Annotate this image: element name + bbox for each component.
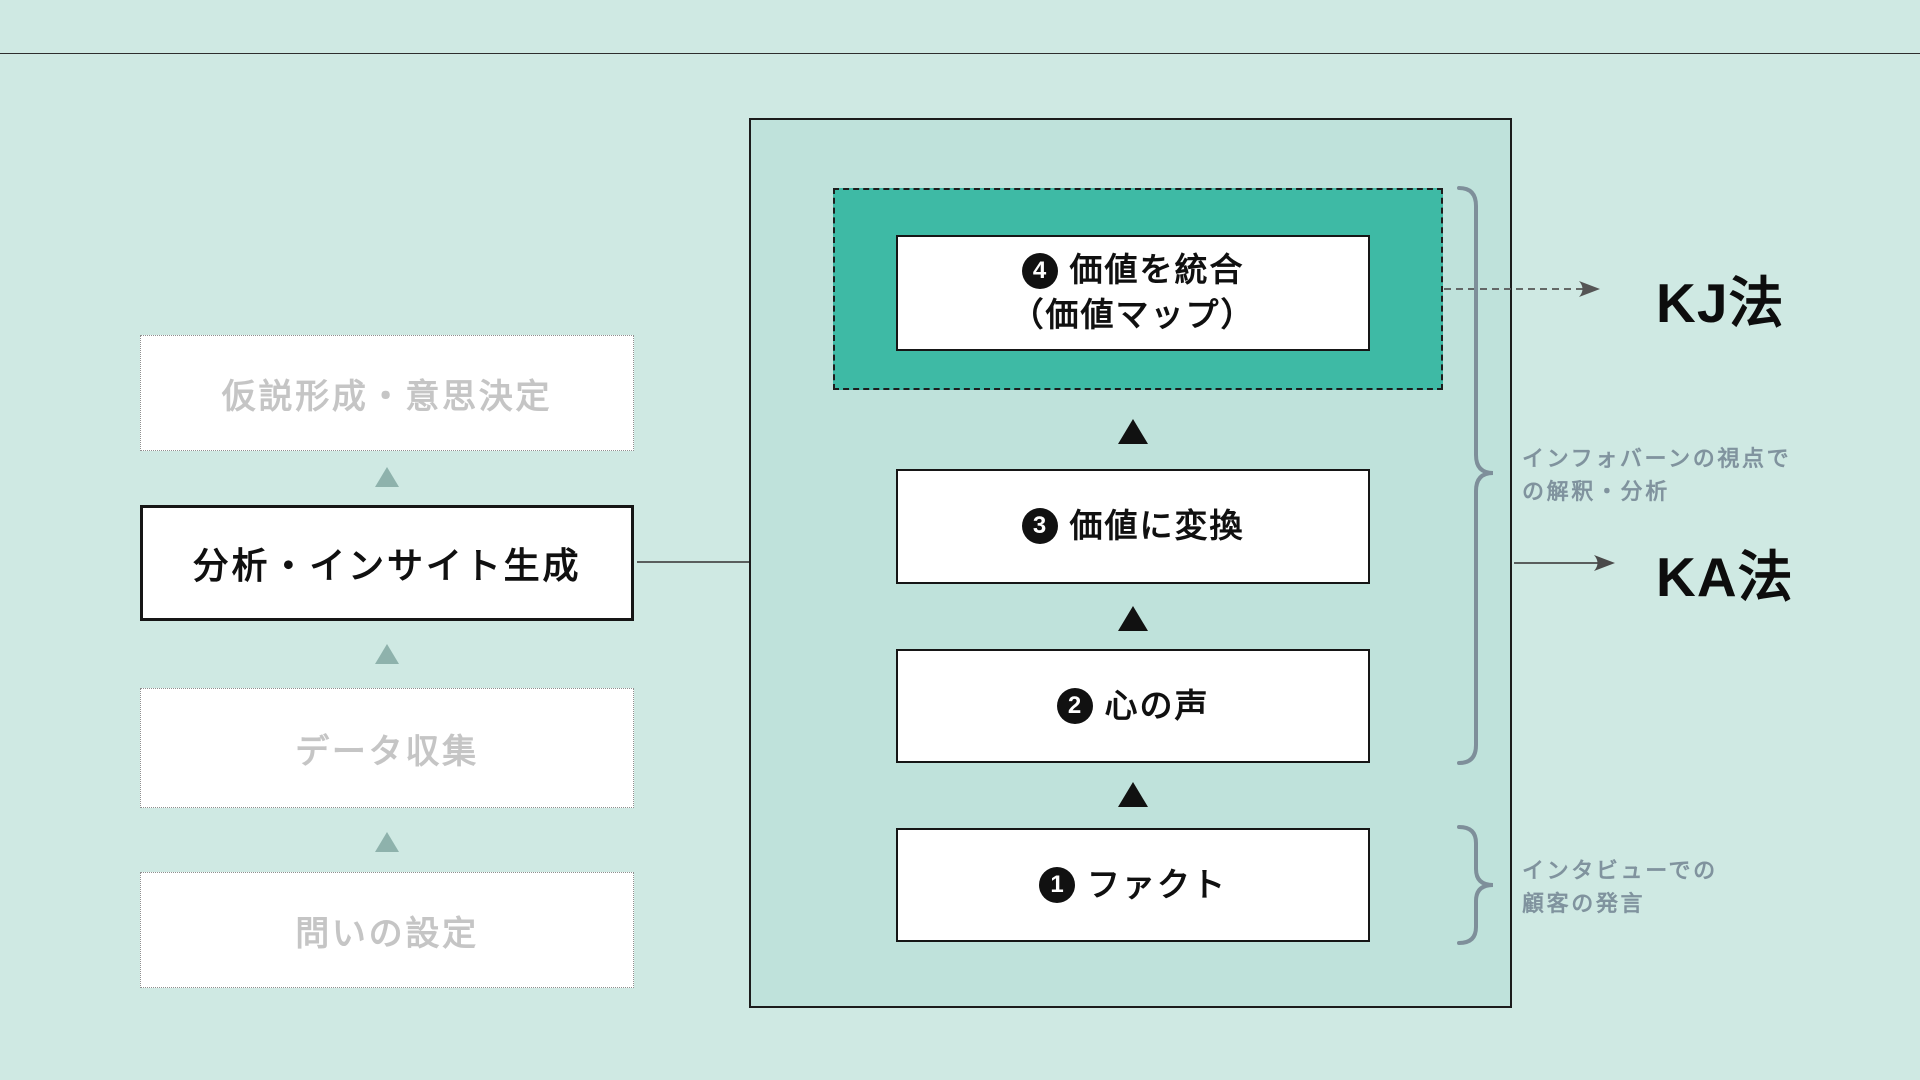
process-step-integrate-value: 4 価値を統合 （価値マップ） — [896, 235, 1370, 351]
up-triangle-icon — [1118, 419, 1148, 444]
process-step-inner-voice: 2 心の声 — [896, 649, 1370, 763]
flow-step-analysis-insight: 分析・インサイト生成 — [140, 505, 634, 621]
up-triangle-icon — [1118, 782, 1148, 807]
step-number-badge: 4 — [1021, 252, 1058, 289]
flow-step-hypothesis-decision: 仮説形成・意思決定 — [140, 335, 634, 451]
interpretation-annotation-line2: の解釈・分析 — [1522, 479, 1670, 504]
flow-step-data-collection: データ収集 — [140, 688, 634, 808]
process-step-label: ファクト — [1087, 865, 1227, 903]
process-step-label: 心の声 — [1104, 686, 1210, 724]
up-triangle-icon — [1118, 606, 1148, 631]
step-number-badge: 3 — [1021, 508, 1058, 545]
process-step-fact: 1 ファクト — [896, 828, 1370, 942]
kj-method-label: KJ法 — [1656, 272, 1785, 334]
process-step-sublabel: （価値マップ） — [1010, 296, 1256, 333]
interpretation-annotation: インフォバーンの視点で の解釈・分析 — [1522, 442, 1852, 508]
interview-annotation: インタビューでの 顧客の発言 — [1522, 854, 1852, 920]
interpretation-annotation-line1: インフォバーンの視点で — [1522, 446, 1792, 471]
up-triangle-icon — [375, 467, 399, 487]
ka-arrowhead-icon — [1594, 555, 1615, 571]
kj-arrowhead-icon — [1579, 281, 1600, 297]
process-step-label: 価値を統合 — [1069, 251, 1245, 289]
step-number-badge: 2 — [1056, 687, 1093, 724]
top-divider-line — [0, 53, 1920, 54]
up-triangle-icon — [375, 832, 399, 852]
flow-step-label: 問いの設定 — [295, 914, 479, 953]
up-triangle-icon — [375, 644, 399, 664]
step-number-badge: 1 — [1039, 866, 1076, 903]
process-step-label: 価値に変換 — [1069, 507, 1245, 545]
flow-step-label: データ収集 — [295, 732, 479, 771]
interview-annotation-line1: インタビューでの — [1522, 858, 1718, 883]
interview-annotation-line2: 顧客の発言 — [1522, 891, 1646, 916]
flow-step-question-setting: 問いの設定 — [140, 872, 634, 988]
ka-method-label: KA法 — [1656, 546, 1794, 608]
flow-step-label: 仮説形成・意思決定 — [221, 377, 553, 416]
process-step-convert-to-value: 3 価値に変換 — [896, 469, 1370, 584]
flow-step-label: 分析・インサイト生成 — [192, 545, 582, 586]
